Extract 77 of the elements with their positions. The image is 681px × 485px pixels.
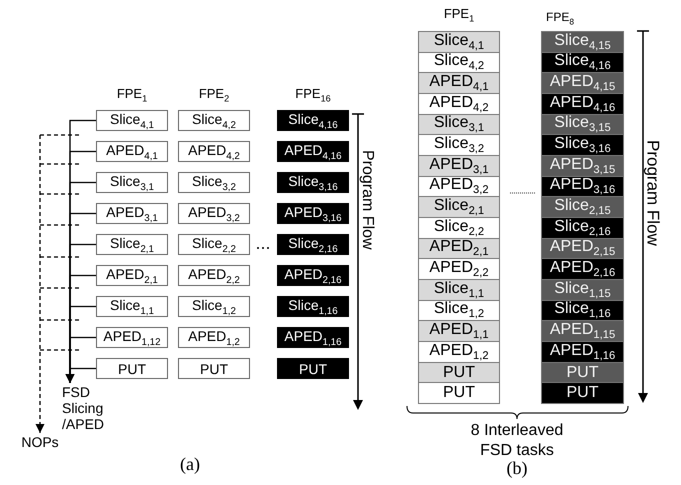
panel-label: (b) <box>506 458 528 479</box>
task-cell: Slice$_{2,2}$ <box>418 217 500 239</box>
task-cell: Slice$_{2,16}$ <box>541 217 624 239</box>
task-box: APED$_{1,12}$ <box>96 327 168 348</box>
task-cell: APED$_{3,1}$ <box>418 155 500 177</box>
arrow <box>66 368 96 383</box>
task-cell: Slice$_{2,1}$ <box>418 196 500 218</box>
task-box: Slice$_{4,1}$ <box>96 110 168 131</box>
task-box: Slice$_{2,16}$ <box>277 234 349 255</box>
task-box: Slice$_{3,2}$ <box>178 172 250 193</box>
column-header: FPE$_{16}$ <box>295 86 331 104</box>
task-cell: APED$_{2,16}$ <box>541 258 624 280</box>
flow-label: NOPs <box>17 434 63 451</box>
task-box: Slice$_{3,1}$ <box>96 172 168 193</box>
task-cell: APED$_{2,2}$ <box>418 258 500 280</box>
task-cell: Slice$_{1,1}$ <box>418 279 500 301</box>
task-cell: Slice$_{3,1}$ <box>418 114 500 136</box>
task-box: Slice$_{1,2}$ <box>178 296 250 317</box>
task-box: APED$_{3,2}$ <box>178 203 250 224</box>
brace-caption: 8 Interleaved FSD tasks <box>470 421 564 461</box>
task-cell: PUT <box>418 362 500 384</box>
task-box: APED$_{2,1}$ <box>96 265 168 286</box>
task-cell: Slice$_{1,16}$ <box>541 300 624 322</box>
task-box: Slice$_{1,1}$ <box>96 296 168 317</box>
column-header: FPE$_{1}$ <box>116 86 148 104</box>
panel-label: (a) <box>180 454 200 475</box>
task-cell: Slice$_{4,16}$ <box>541 52 624 74</box>
task-cell: Slice$_{4,15}$ <box>541 31 624 53</box>
task-box: PUT <box>96 358 168 379</box>
task-box: APED$_{4,16}$ <box>277 141 349 162</box>
task-box: Slice$_{3,16}$ <box>277 172 349 193</box>
task-cell: PUT <box>541 362 624 384</box>
task-cell: APED$_{1,15}$ <box>541 320 624 342</box>
column-header: FPE$_{8}$ <box>546 10 574 26</box>
task-box: Slice$_{2,1}$ <box>96 234 168 255</box>
task-box: APED$_{4,1}$ <box>96 141 168 162</box>
task-cell: APED$_{2,1}$ <box>418 238 500 260</box>
task-cell: PUT <box>418 382 500 404</box>
task-cell: Slice$_{4,2}$ <box>418 52 500 74</box>
column-header: FPE$_{1}$ <box>444 6 474 24</box>
task-cell: Slice$_{3,2}$ <box>418 134 500 156</box>
task-cell: APED$_{2,15}$ <box>541 238 624 260</box>
task-box: APED$_{1,2}$ <box>178 327 250 348</box>
task-box: PUT <box>277 358 349 379</box>
axis-title: Program Flow <box>358 150 376 250</box>
task-cell: Slice$_{3,16}$ <box>541 134 624 156</box>
task-cell: APED$_{3,2}$ <box>418 176 500 198</box>
task-box: Slice$_{1,16}$ <box>277 296 349 317</box>
column-header: FPE$_{2}$ <box>198 86 230 104</box>
task-box: APED$_{2,2}$ <box>178 265 250 286</box>
task-cell: APED$_{1,2}$ <box>418 341 500 363</box>
task-cell: APED$_{4,1}$ <box>418 72 500 94</box>
task-cell: Slice$_{1,2}$ <box>418 300 500 322</box>
flow-label: FSD Slicing /APED <box>62 384 118 432</box>
task-cell: Slice$_{4,1}$ <box>418 31 500 53</box>
task-box: Slice$_{4,2}$ <box>178 110 250 131</box>
task-cell: Slice$_{2,15}$ <box>541 196 624 218</box>
arrow <box>36 134 81 434</box>
task-box: Slice$_{2,2}$ <box>178 234 250 255</box>
task-box: APED$_{4,2}$ <box>178 141 250 162</box>
task-box: APED$_{3,16}$ <box>277 203 349 224</box>
task-box: APED$_{1,16}$ <box>277 327 349 348</box>
task-cell: APED$_{3,15}$ <box>541 155 624 177</box>
task-box: APED$_{2,16}$ <box>277 265 349 286</box>
task-cell: APED$_{3,16}$ <box>541 176 624 198</box>
task-cell: APED$_{1,16}$ <box>541 341 624 363</box>
task-cell: APED$_{4,2}$ <box>418 93 500 115</box>
task-cell: APED$_{4,15}$ <box>541 72 624 94</box>
task-box: APED$_{3,1}$ <box>96 203 168 224</box>
task-cell: APED$_{1,1}$ <box>418 320 500 342</box>
task-cell: Slice$_{1,15}$ <box>541 279 624 301</box>
task-box: PUT <box>178 358 250 379</box>
task-box: Slice$_{4,16}$ <box>277 110 349 131</box>
task-cell: PUT <box>541 382 624 404</box>
axis-title: Program Flow <box>642 140 662 246</box>
task-cell: Slice$_{3,15}$ <box>541 114 624 136</box>
task-cell: APED$_{4,16}$ <box>541 93 624 115</box>
